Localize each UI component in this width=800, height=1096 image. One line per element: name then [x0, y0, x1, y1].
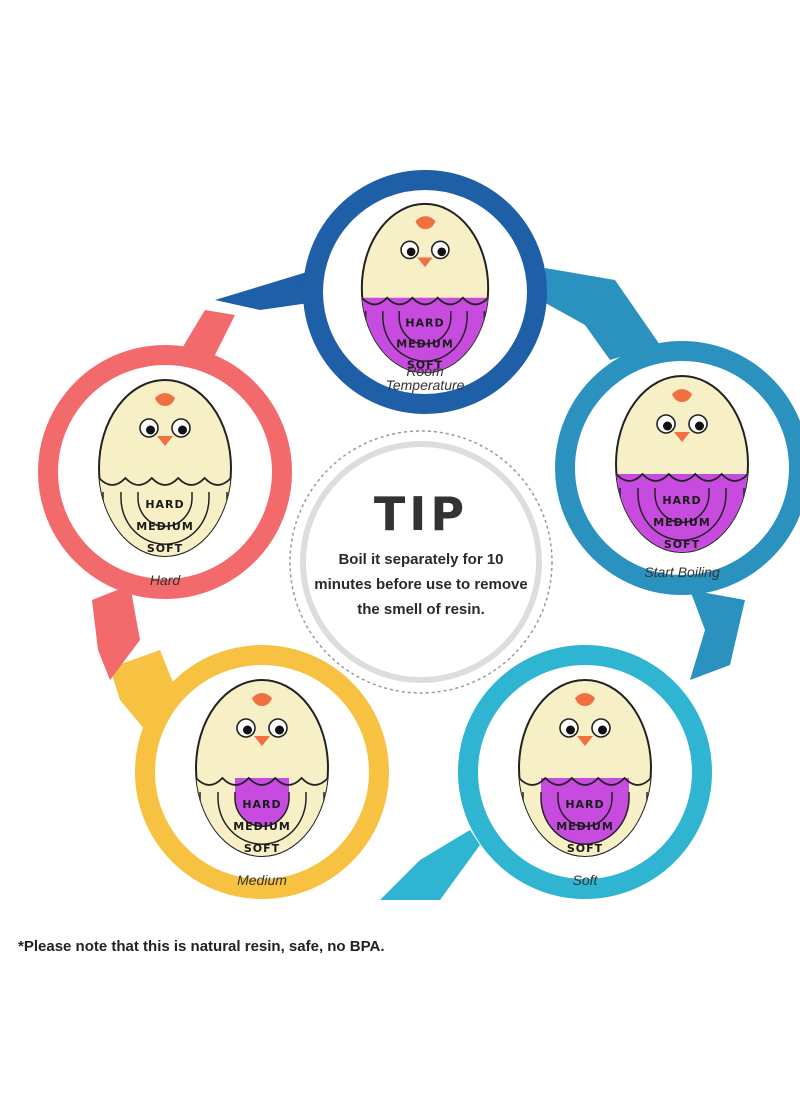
egg-scale-arc: [137, 492, 193, 528]
stage-4: HARD MEDIUM SOFT Hard: [38, 345, 292, 599]
stage-label: Room: [406, 363, 444, 379]
pupil: [663, 421, 672, 431]
egg-scale-medium: MEDIUM: [136, 520, 194, 533]
egg-scale-arc: [540, 792, 630, 845]
stage-label: Soft: [573, 872, 599, 888]
arrow-hard-tail: [92, 585, 140, 680]
egg-scale-arc: [234, 792, 290, 828]
egg-scale-hard: HARD: [242, 798, 281, 811]
egg-window-edge: [616, 472, 748, 482]
egg-scale-arc: [557, 792, 613, 828]
pupil: [695, 421, 704, 431]
egg-scale-arc: [382, 311, 468, 362]
egg-scale-soft: SOFT: [664, 538, 700, 551]
stage-label: Temperature: [386, 377, 465, 393]
egg-scale-soft: SOFT: [147, 542, 183, 555]
beak-icon: [674, 432, 690, 442]
egg-scale-soft: SOFT: [567, 842, 603, 855]
pupil: [406, 247, 416, 257]
egg-scale-medium: MEDIUM: [653, 516, 711, 529]
egg-scale-medium: MEDIUM: [556, 820, 614, 833]
tip-line-2: minutes before use to remove: [314, 576, 527, 593]
comb-icon: [415, 216, 436, 230]
pupil: [146, 425, 155, 435]
egg-scale-arc: [654, 488, 710, 524]
egg-color-fill: [541, 778, 629, 845]
egg-scale-arc: [398, 311, 452, 345]
egg-window-edge: [361, 296, 489, 306]
egg-window-edge: [519, 776, 651, 786]
comb-icon: [672, 389, 692, 402]
stage-label: Hard: [150, 572, 182, 588]
beak-icon: [157, 436, 173, 446]
egg-window-edge: [196, 776, 328, 786]
stage-3: HARD MEDIUM SOFT Medium: [135, 645, 389, 899]
arrow-room-to-boiling: [540, 268, 660, 360]
egg-scale-medium: MEDIUM: [396, 338, 454, 351]
stage-label: Start Boiling: [644, 564, 720, 580]
tip-circle-border: [289, 430, 553, 694]
resin-note: *Please note that this is natural resin,…: [18, 938, 385, 955]
pupil: [243, 725, 252, 735]
beak-icon: [417, 257, 433, 268]
egg-scale-soft: SOFT: [244, 842, 280, 855]
arrow-boiling-to-soft: [690, 590, 745, 680]
egg-scale-hard: HARD: [405, 316, 444, 329]
egg-scale-hard: HARD: [662, 494, 701, 507]
stage-1: HARD MEDIUM SOFT Start Boiling: [555, 341, 800, 595]
egg-scale-medium: MEDIUM: [233, 820, 291, 833]
egg-scale-hard: HARD: [565, 798, 604, 811]
pupil: [178, 425, 187, 435]
beak-icon: [577, 736, 593, 746]
pupil: [598, 725, 607, 735]
stage-2: HARD MEDIUM SOFT Soft: [458, 645, 712, 899]
tip-circle: [300, 441, 542, 683]
egg-scale-soft: SOFT: [407, 359, 443, 372]
egg-scale-hard: HARD: [145, 498, 184, 511]
comb-icon: [252, 693, 272, 706]
beak-icon: [254, 736, 270, 746]
egg-color-fill: [235, 778, 289, 827]
comb-icon: [155, 393, 175, 406]
egg-scale-arc: [120, 492, 210, 545]
arrow-soft-to-medium: [380, 830, 480, 900]
egg-scale-arc: [217, 792, 307, 845]
pupil: [437, 247, 447, 257]
pupil: [566, 725, 575, 735]
pupil: [275, 725, 284, 735]
stage-label: Medium: [237, 872, 287, 888]
tip-line-1: Boil it separately for 10: [338, 551, 503, 568]
stages: HARDMEDIUMSOFTRoomTemperatureHARDMEDIUMS…: [38, 170, 800, 899]
egg-window-edge: [99, 476, 231, 486]
comb-icon: [575, 693, 595, 706]
tip-panel: TIP Boil it separately for 10 minutes be…: [289, 430, 553, 694]
tip-title: TIP: [374, 487, 468, 541]
arrow-top-to-right: [215, 265, 330, 310]
tip-line-3: the smell of resin.: [357, 601, 485, 618]
egg-scale-arc: [637, 488, 727, 541]
